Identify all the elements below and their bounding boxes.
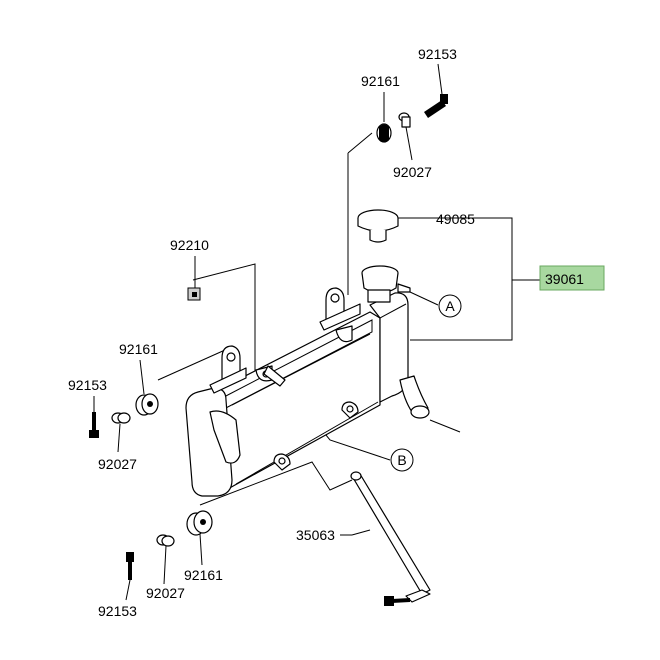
radiator-stay: [350, 471, 431, 603]
part-92210[interactable]: 92210: [170, 237, 209, 253]
part-92027-left[interactable]: 92027: [98, 456, 137, 472]
part-labels: 92153 92161 92027 49085 39061 92210 9216…: [68, 46, 584, 619]
upper-bracket: [319, 287, 361, 343]
grommet-bottom: [186, 510, 213, 536]
lower-mount-left: [273, 453, 291, 471]
part-92161-top[interactable]: 92161: [361, 73, 400, 89]
radiator-cap: [357, 209, 399, 243]
left-bracket: [209, 345, 286, 394]
part-92153-top[interactable]: 92153: [418, 46, 457, 62]
hose-outlet: [399, 375, 430, 419]
radiator-left-tank: [185, 387, 241, 497]
part-49085[interactable]: 49085: [436, 211, 475, 227]
part-35063[interactable]: 35063: [296, 527, 335, 543]
collar-left: [111, 412, 131, 424]
callout-b-label: B: [397, 452, 406, 468]
lower-mount-right: [341, 401, 359, 419]
bolt-bottom: [126, 552, 134, 580]
bolt-left: [89, 412, 99, 438]
leader-lines: [157, 132, 540, 536]
clip-nut: [187, 287, 201, 301]
grommet-left: [135, 393, 159, 416]
part-39061[interactable]: 39061: [545, 271, 584, 287]
part-92153-left[interactable]: 92153: [68, 377, 107, 393]
radiator-core: [207, 311, 381, 491]
bolt-stay: [384, 596, 410, 606]
callout-b: B: [390, 448, 414, 472]
part-92161-left[interactable]: 92161: [119, 341, 158, 357]
collar-bottom: [156, 534, 175, 547]
part-92161-bottom[interactable]: 92161: [184, 567, 223, 583]
label-connectors: [93, 63, 443, 601]
part-39061-highlight: [539, 265, 605, 291]
grommet-top: [376, 123, 392, 143]
part-92153-bottom[interactable]: 92153: [98, 603, 137, 619]
filler-neck: [361, 265, 411, 303]
callout-a: A: [438, 294, 462, 318]
part-92027-top[interactable]: 92027: [393, 164, 432, 180]
part-92027-bottom[interactable]: 92027: [146, 585, 185, 601]
collar-top: [398, 112, 411, 128]
callout-a-label: A: [445, 298, 455, 314]
bolt-top: [424, 94, 448, 118]
